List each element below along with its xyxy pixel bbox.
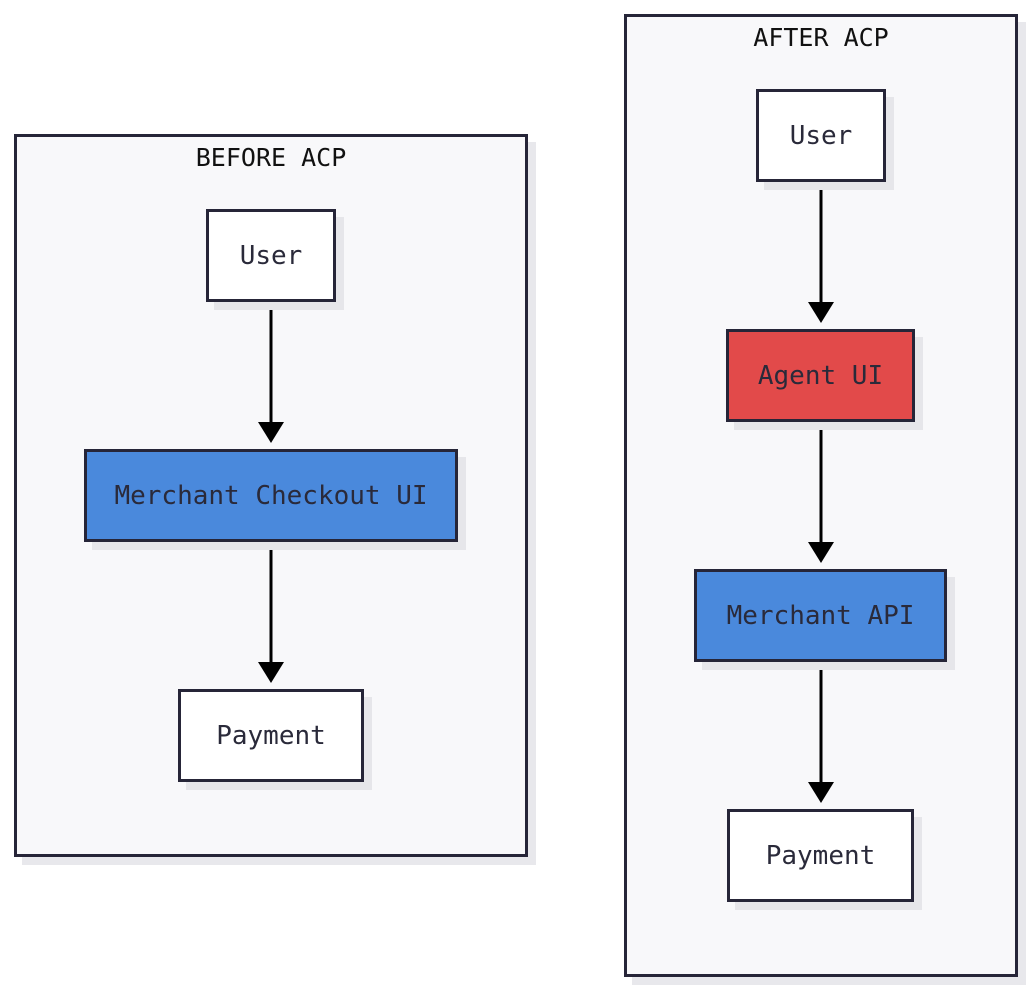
node-merchant-api: Merchant API (694, 569, 947, 662)
edge-after-agent-to-api (808, 422, 834, 563)
edge-before-user-to-checkout (258, 302, 284, 443)
edge-before-checkout-to-payment (258, 542, 284, 683)
node-merchant-checkout-ui: Merchant Checkout UI (84, 449, 458, 542)
edge-after-api-to-payment (808, 662, 834, 803)
node-agent-ui: Agent UI (726, 329, 915, 422)
node-before-user: User (206, 209, 336, 302)
edge-after-user-to-agent (808, 182, 834, 323)
node-after-user: User (756, 89, 886, 182)
node-before-payment: Payment (178, 689, 364, 782)
cluster-title-before: BEFORE ACP (195, 143, 347, 172)
cluster-title-after: AFTER ACP (753, 23, 889, 52)
node-after-payment: Payment (727, 809, 914, 902)
